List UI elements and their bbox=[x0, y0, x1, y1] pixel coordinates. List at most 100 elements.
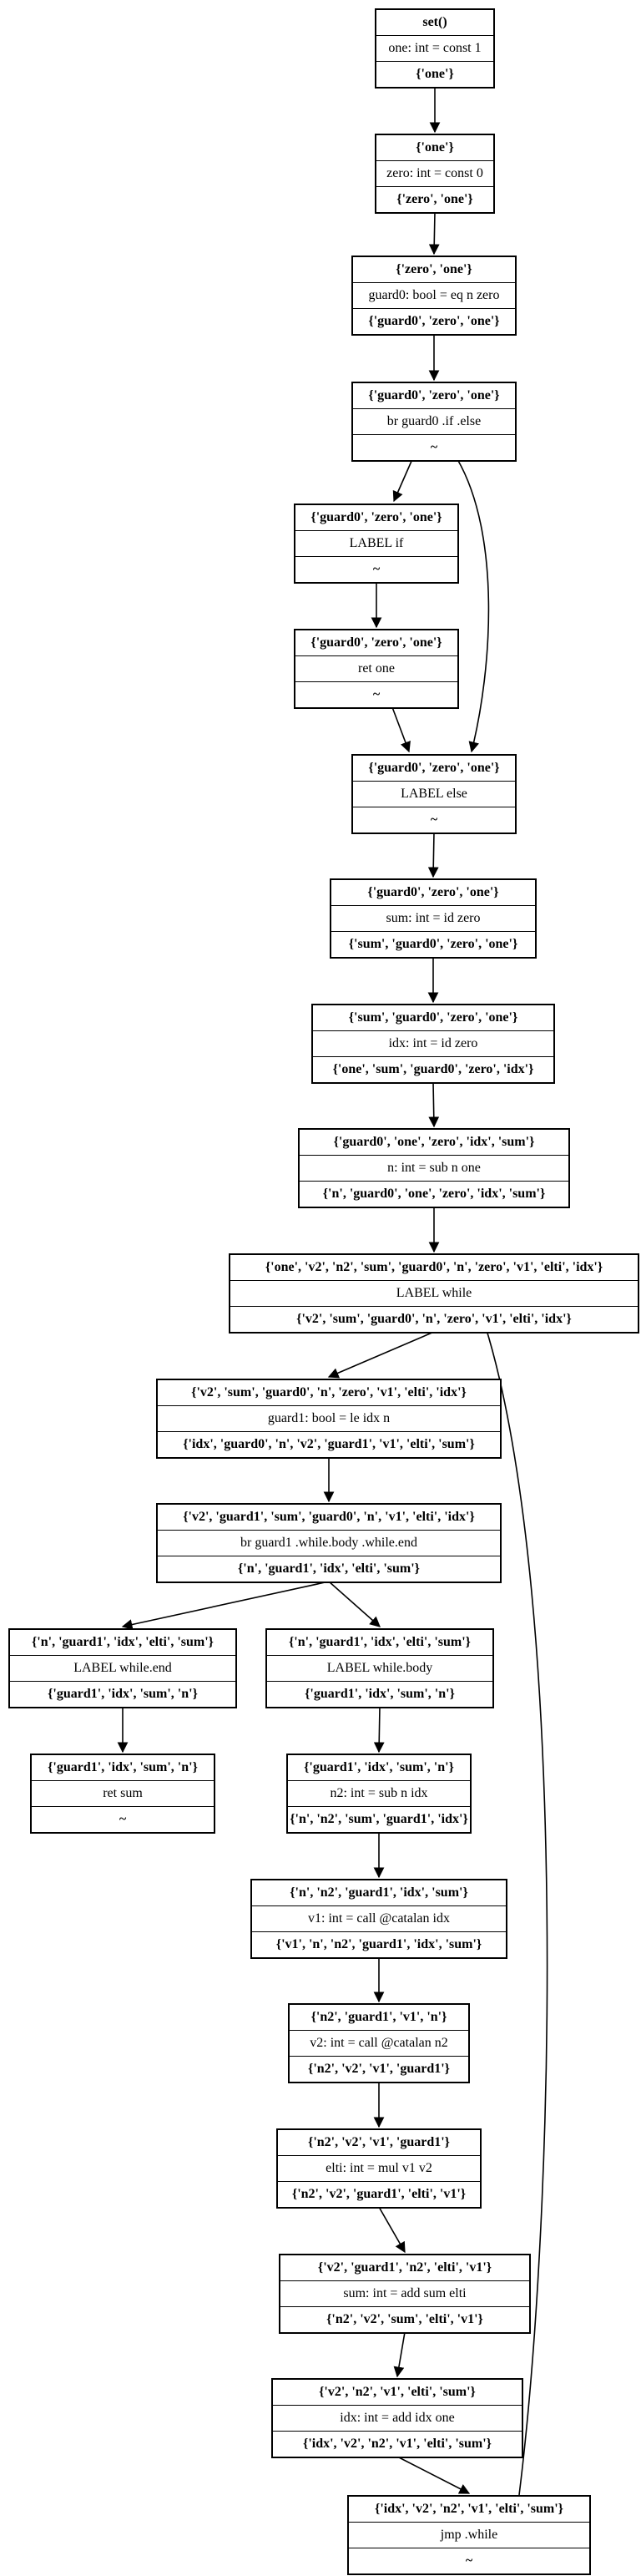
edge-n1-to-n2 bbox=[428, 211, 440, 256]
node-output: ~ bbox=[32, 1806, 214, 1832]
node-header: {'v2', 'guard1', 'sum', 'guard0', 'n', '… bbox=[183, 1510, 475, 1524]
node-header: {'sum', 'guard0', 'zero', 'one'} bbox=[348, 1010, 518, 1025]
node-instruction: guard1: bool = le idx n bbox=[158, 1405, 500, 1431]
node-header: {'v2', 'sum', 'guard0', 'n', 'zero', 'v1… bbox=[191, 1385, 467, 1399]
node-instruction: LABEL if bbox=[295, 530, 457, 556]
node-instruction: ret one bbox=[295, 655, 457, 681]
cfg-node: {'idx', 'v2', 'n2', 'v1', 'elti', 'sum'}… bbox=[347, 2495, 591, 2575]
node-header: {'n2', 'v2', 'v1', 'guard1'} bbox=[308, 2135, 450, 2149]
node-header: {'n', 'guard1', 'idx', 'elti', 'sum'} bbox=[32, 1635, 214, 1649]
node-header: {'guard0', 'one', 'zero', 'idx', 'sum'} bbox=[333, 1135, 535, 1149]
cfg-node: {'v2', 'guard1', 'sum', 'guard0', 'n', '… bbox=[156, 1503, 502, 1583]
node-header: {'idx', 'v2', 'n2', 'v1', 'elti', 'sum'} bbox=[375, 2502, 563, 2516]
node-output: {'zero', 'one'} bbox=[376, 186, 493, 212]
edge-n12-to-n15 bbox=[328, 1581, 381, 1627]
node-header: {'guard0', 'zero', 'one'} bbox=[310, 510, 442, 524]
node-output: ~ bbox=[353, 807, 515, 833]
node-output: {'v1', 'n', 'n2', 'guard1', 'idx', 'sum'… bbox=[252, 1931, 506, 1957]
node-output: {'v2', 'sum', 'guard0', 'n', 'zero', 'v1… bbox=[230, 1306, 638, 1332]
node-output: {'one'} bbox=[376, 61, 493, 87]
cfg-node: {'zero', 'one'} guard0: bool = eq n zero{… bbox=[351, 256, 517, 336]
node-output: {'idx', 'v2', 'n2', 'v1', 'elti', 'sum'} bbox=[273, 2431, 522, 2457]
node-output: ~ bbox=[295, 681, 457, 707]
node-header: {'guard0', 'zero', 'one'} bbox=[310, 635, 442, 650]
edge-n21-to-n22 bbox=[396, 2456, 471, 2494]
node-instruction: LABEL else bbox=[353, 781, 515, 807]
edge-n6-to-n7 bbox=[427, 832, 439, 878]
edge-n15-to-n16 bbox=[373, 1706, 385, 1754]
cfg-node: {'n', 'guard1', 'idx', 'elti', 'sum'} LAB… bbox=[265, 1628, 494, 1708]
node-output: {'one', 'sum', 'guard0', 'zero', 'idx'} bbox=[313, 1056, 553, 1082]
node-header: {'zero', 'one'} bbox=[396, 262, 472, 276]
node-instruction: LABEL while.body bbox=[267, 1655, 492, 1681]
node-instruction: sum: int = add sum elti bbox=[280, 2280, 529, 2306]
node-header: {'guard0', 'zero', 'one'} bbox=[368, 388, 500, 402]
node-header: {'one'} bbox=[416, 140, 454, 154]
node-output: {'sum', 'guard0', 'zero', 'one'} bbox=[331, 931, 535, 957]
node-output: {'n2', 'v2', 'v1', 'guard1'} bbox=[290, 2056, 468, 2082]
edge-n8-to-n9 bbox=[428, 1081, 440, 1128]
edge-n20-to-n21 bbox=[393, 2331, 406, 2378]
node-instruction: n2: int = sub n idx bbox=[288, 1780, 470, 1806]
cfg-node: {'v2', 'sum', 'guard0', 'n', 'zero', 'v1… bbox=[156, 1379, 502, 1459]
node-instruction: idx: int = id zero bbox=[313, 1030, 553, 1056]
node-instruction: idx: int = add idx one bbox=[273, 2405, 522, 2431]
cfg-node: {'guard0', 'zero', 'one'} br guard0 .if .… bbox=[351, 382, 517, 462]
node-output: {'guard0', 'zero', 'one'} bbox=[353, 308, 515, 334]
node-output: {'n', 'n2', 'sum', 'guard1', 'idx'} bbox=[288, 1806, 470, 1832]
edge-n3-to-n4 bbox=[392, 458, 413, 503]
node-output: ~ bbox=[349, 2548, 589, 2573]
node-instruction: elti: int = mul v1 v2 bbox=[278, 2155, 480, 2181]
node-instruction: LABEL while bbox=[230, 1280, 638, 1306]
cfg-node: {'guard1', 'idx', 'sum', 'n'} n2: int = s… bbox=[286, 1754, 472, 1834]
node-output: {'n', 'guard1', 'idx', 'elti', 'sum'} bbox=[158, 1556, 500, 1582]
cfg-node: {'guard0', 'zero', 'one'} sum: int = id z… bbox=[330, 878, 537, 959]
cfg-node: {'guard0', 'zero', 'one'} LABEL if~ bbox=[294, 504, 459, 584]
node-instruction: guard0: bool = eq n zero bbox=[353, 282, 515, 308]
node-header: {'guard1', 'idx', 'sum', 'n'} bbox=[304, 1760, 454, 1774]
cfg-node: {'guard0', 'zero', 'one'}LABEL else~ bbox=[351, 754, 517, 834]
cfg-node: {'n2', 'guard1', 'v1', 'n'} v2: int = cal… bbox=[288, 2003, 470, 2083]
cfg-node: {'guard0', 'zero', 'one'} ret one~ bbox=[294, 629, 459, 709]
node-header: set() bbox=[422, 15, 447, 29]
node-instruction: br guard0 .if .else bbox=[353, 408, 515, 434]
node-header: {'v2', 'n2', 'v1', 'elti', 'sum'} bbox=[319, 2385, 476, 2399]
cfg-node: {'one', 'v2', 'n2', 'sum', 'guard0', 'n'… bbox=[229, 1253, 639, 1334]
node-header: {'n', 'guard1', 'idx', 'elti', 'sum'} bbox=[289, 1635, 471, 1649]
node-header: {'n2', 'guard1', 'v1', 'n'} bbox=[310, 2010, 447, 2024]
cfg-node: {'v2', 'n2', 'v1', 'elti', 'sum'} idx: in… bbox=[271, 2378, 523, 2458]
node-header: {'guard0', 'zero', 'one'} bbox=[367, 885, 499, 899]
node-output: ~ bbox=[295, 556, 457, 582]
node-output: {'idx', 'guard0', 'n', 'v2', 'guard1', '… bbox=[158, 1431, 500, 1457]
cfg-node: {'n', 'guard1', 'idx', 'elti', 'sum'}LAB… bbox=[8, 1628, 237, 1708]
cfg-node: set() one: int = const 1{'one'} bbox=[375, 8, 495, 89]
edge-n22-to-n10 bbox=[466, 1276, 548, 2496]
node-instruction: sum: int = id zero bbox=[331, 905, 535, 931]
node-output: {'guard1', 'idx', 'sum', 'n'} bbox=[267, 1681, 492, 1707]
node-output: {'n2', 'v2', 'sum', 'elti', 'v1'} bbox=[280, 2306, 529, 2332]
node-instruction: n: int = sub n one bbox=[300, 1155, 568, 1181]
cfg-node: {'guard1', 'idx', 'sum', 'n'}ret sum~ bbox=[30, 1754, 215, 1834]
node-output: {'n', 'guard0', 'one', 'zero', 'idx', 's… bbox=[300, 1181, 568, 1207]
cfg-node: {'v2', 'guard1', 'n2', 'elti', 'v1'}sum:… bbox=[279, 2254, 531, 2334]
node-header: {'one', 'v2', 'n2', 'sum', 'guard0', 'n'… bbox=[265, 1260, 603, 1274]
edge-n10-to-n11 bbox=[327, 1331, 435, 1379]
edge-n5-to-n6 bbox=[391, 706, 411, 753]
node-output: {'guard1', 'idx', 'sum', 'n'} bbox=[10, 1681, 235, 1707]
cfg-node: {'n', 'n2', 'guard1', 'idx', 'sum'} v1: i… bbox=[250, 1879, 507, 1959]
node-instruction: jmp .while bbox=[349, 2522, 589, 2548]
node-output: ~ bbox=[353, 434, 515, 460]
node-instruction: zero: int = const 0 bbox=[376, 160, 493, 186]
edge-n3-to-n6 bbox=[457, 458, 490, 753]
node-output: {'n2', 'v2', 'guard1', 'elti', 'v1'} bbox=[278, 2181, 480, 2207]
node-instruction: v2: int = call @catalan n2 bbox=[290, 2030, 468, 2056]
node-header: {'n', 'n2', 'guard1', 'idx', 'sum'} bbox=[290, 1885, 468, 1900]
edge-n19-to-n20 bbox=[378, 2206, 406, 2254]
node-header: {'guard1', 'idx', 'sum', 'n'} bbox=[48, 1760, 198, 1774]
cfg-node: {'sum', 'guard0', 'zero', 'one'} idx: int… bbox=[311, 1004, 555, 1084]
edge-n12-to-n13 bbox=[121, 1581, 330, 1630]
node-instruction: one: int = const 1 bbox=[376, 35, 493, 61]
node-instruction: v1: int = call @catalan idx bbox=[252, 1905, 506, 1931]
cfg-node: {'n2', 'v2', 'v1', 'guard1'} elti: int = … bbox=[276, 2128, 482, 2209]
